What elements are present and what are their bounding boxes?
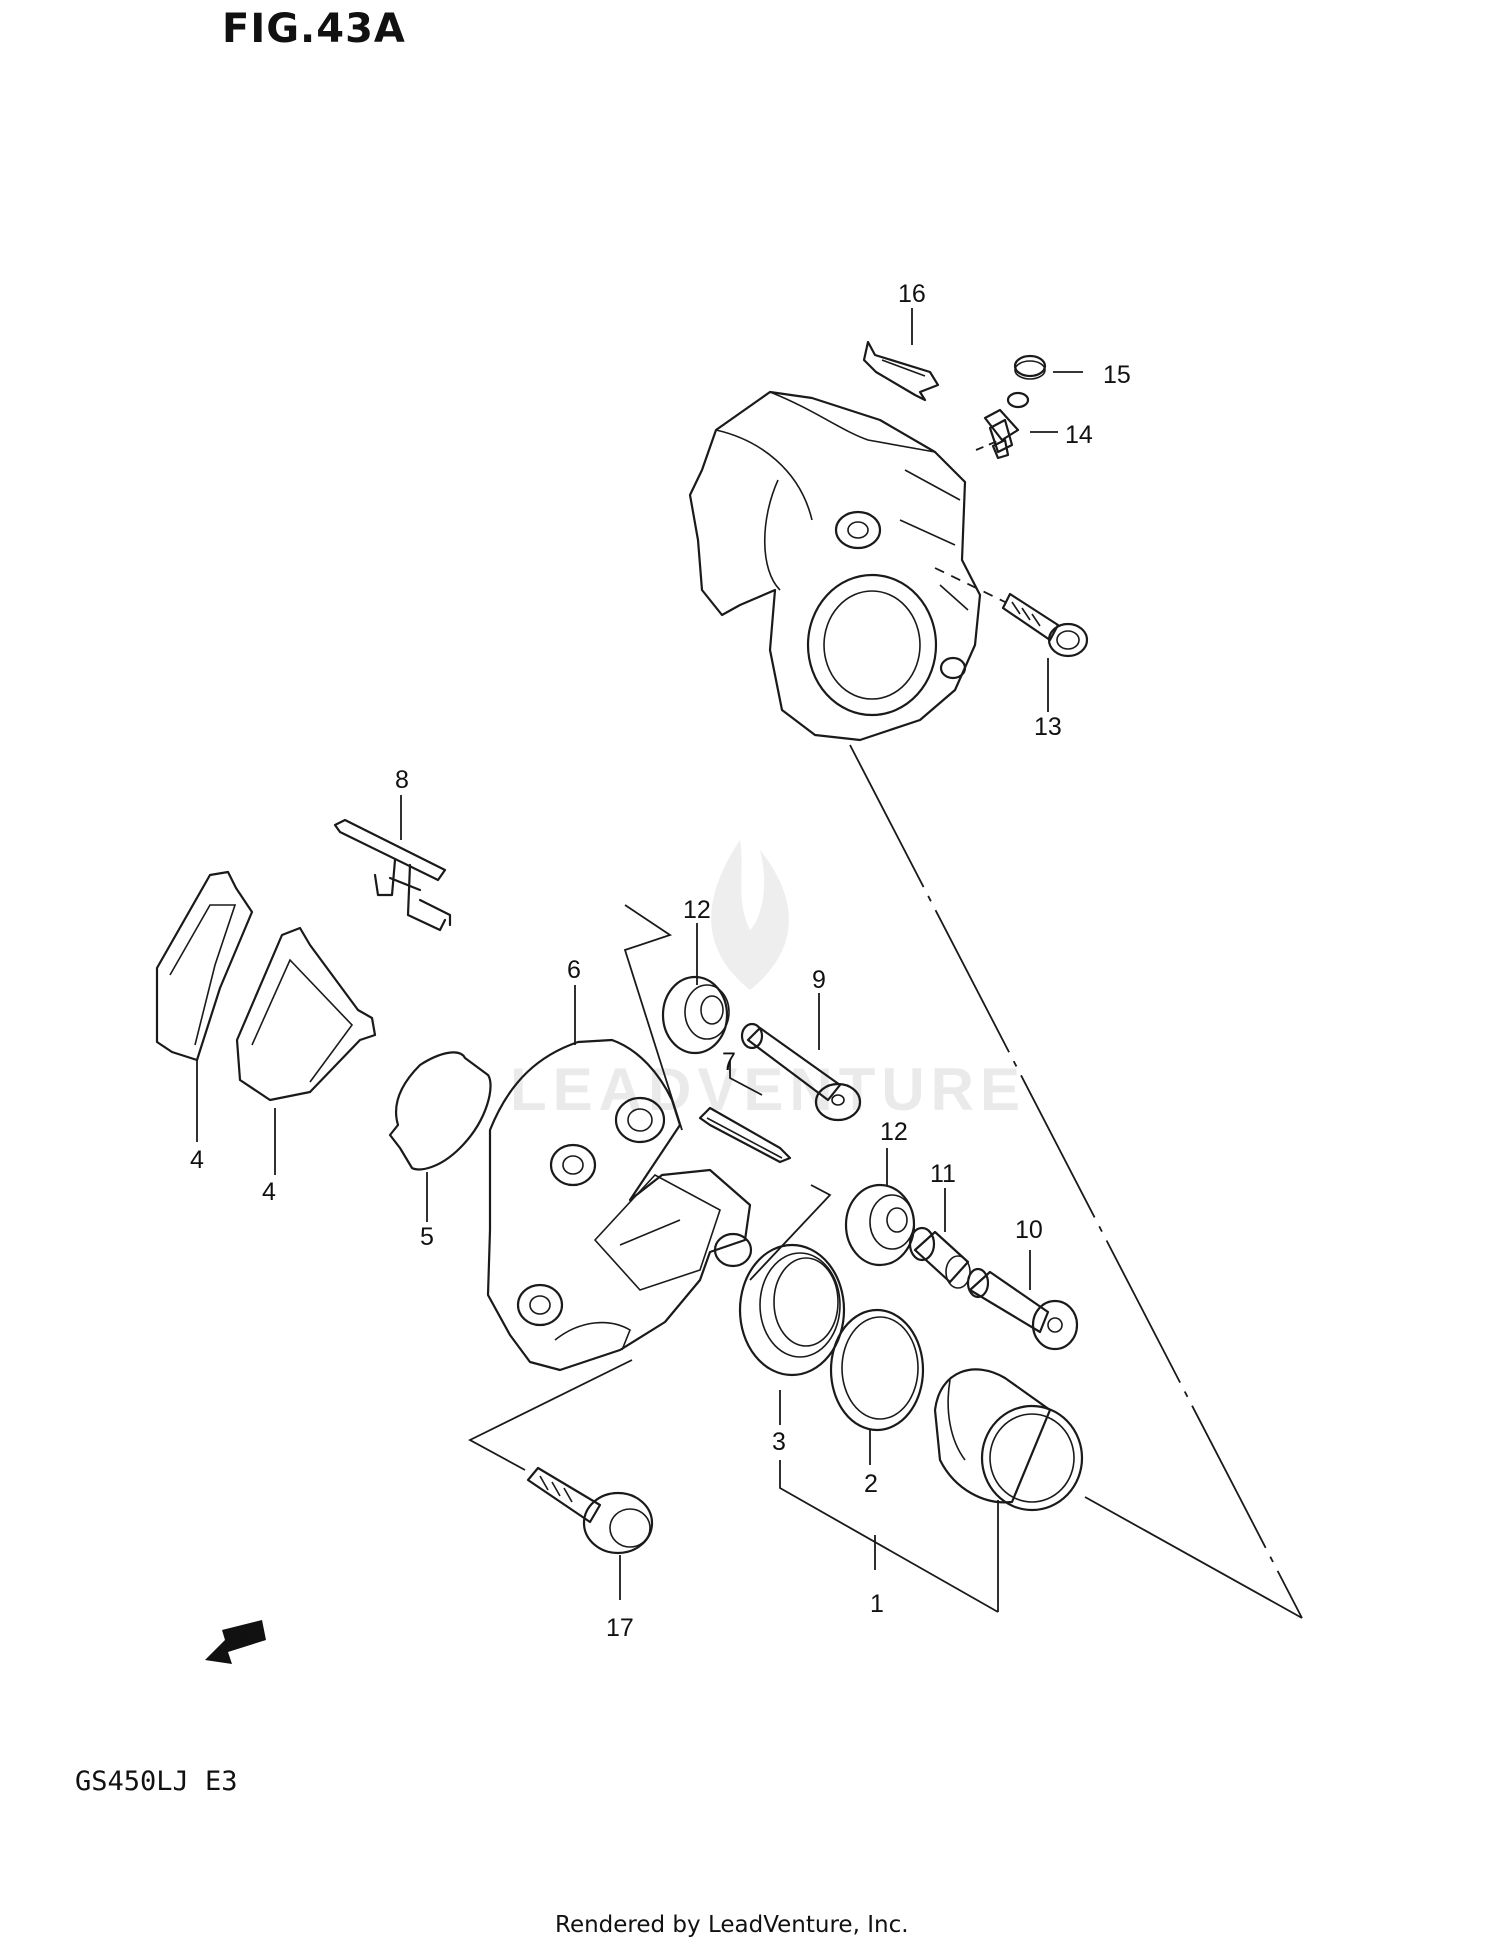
- callout-12-upper: 12: [683, 896, 711, 924]
- callout-6: 6: [567, 956, 581, 984]
- clip-part-7: [698, 1106, 792, 1164]
- retaining-plate-part-8: [333, 818, 452, 932]
- boot-part-12-lower: [844, 1183, 916, 1267]
- sleeve-part-11: [908, 1226, 971, 1289]
- pad-shim-part-5: [388, 1051, 492, 1171]
- model-code: GS450LJ E3: [75, 1766, 238, 1797]
- callout-12-lower: 12: [880, 1118, 908, 1146]
- leader-lines: [196, 308, 1083, 1613]
- bleeder-cap-part-15: [1013, 354, 1047, 380]
- boot-part-12-upper: [661, 975, 730, 1055]
- callout-3: 3: [772, 1428, 786, 1456]
- callout-16: 16: [898, 280, 926, 308]
- slide-pin-part-10: [966, 1267, 1079, 1351]
- brake-pad-part-4-rear: [155, 870, 254, 1062]
- callout-13: 13: [1034, 713, 1062, 741]
- bolt-part-13: [1001, 592, 1089, 658]
- watermark: LEADVENTURE: [510, 840, 1026, 1123]
- fwd-label: FWD: [224, 1629, 256, 1651]
- callout-labels: 16 15 14 13 8 12 9 6 7 12 11 10 4 4 5 3 …: [190, 280, 1131, 1642]
- figure-title: FIG.43A: [222, 6, 406, 52]
- callout-7: 7: [722, 1048, 736, 1076]
- callout-9: 9: [812, 966, 826, 994]
- callout-4-right: 4: [262, 1178, 276, 1206]
- piston-part-1: [933, 1368, 1084, 1512]
- bolt-part-17: [526, 1466, 654, 1555]
- callout-17: 17: [606, 1614, 634, 1642]
- caliper-body-part-6: [486, 1038, 753, 1372]
- piston-seal-part-2: [829, 1308, 925, 1432]
- callout-4-left: 4: [190, 1146, 204, 1174]
- footer-credit: Rendered by LeadVenture, Inc.: [555, 1912, 909, 1938]
- callout-11: 11: [930, 1160, 956, 1188]
- fwd-arrow-icon: FWD: [205, 1620, 266, 1664]
- callout-8: 8: [395, 766, 409, 794]
- dust-seal-part-3: [738, 1243, 846, 1377]
- callout-2: 2: [864, 1470, 878, 1498]
- callout-14: 14: [1065, 421, 1093, 449]
- watermark-text: LEADVENTURE: [510, 1056, 1026, 1123]
- flame-logo-icon: [711, 840, 789, 990]
- bleeder-valve-part-14: [983, 391, 1030, 460]
- callout-15: 15: [1103, 361, 1131, 389]
- pad-spring-part-16: [862, 340, 940, 402]
- callout-1: 1: [870, 1590, 884, 1618]
- callout-5: 5: [420, 1223, 434, 1251]
- callout-10: 10: [1015, 1216, 1043, 1244]
- caliper-carrier-upper: [688, 390, 982, 742]
- brake-pad-part-4-front: [235, 926, 377, 1102]
- slide-pin-part-9: [740, 1022, 862, 1122]
